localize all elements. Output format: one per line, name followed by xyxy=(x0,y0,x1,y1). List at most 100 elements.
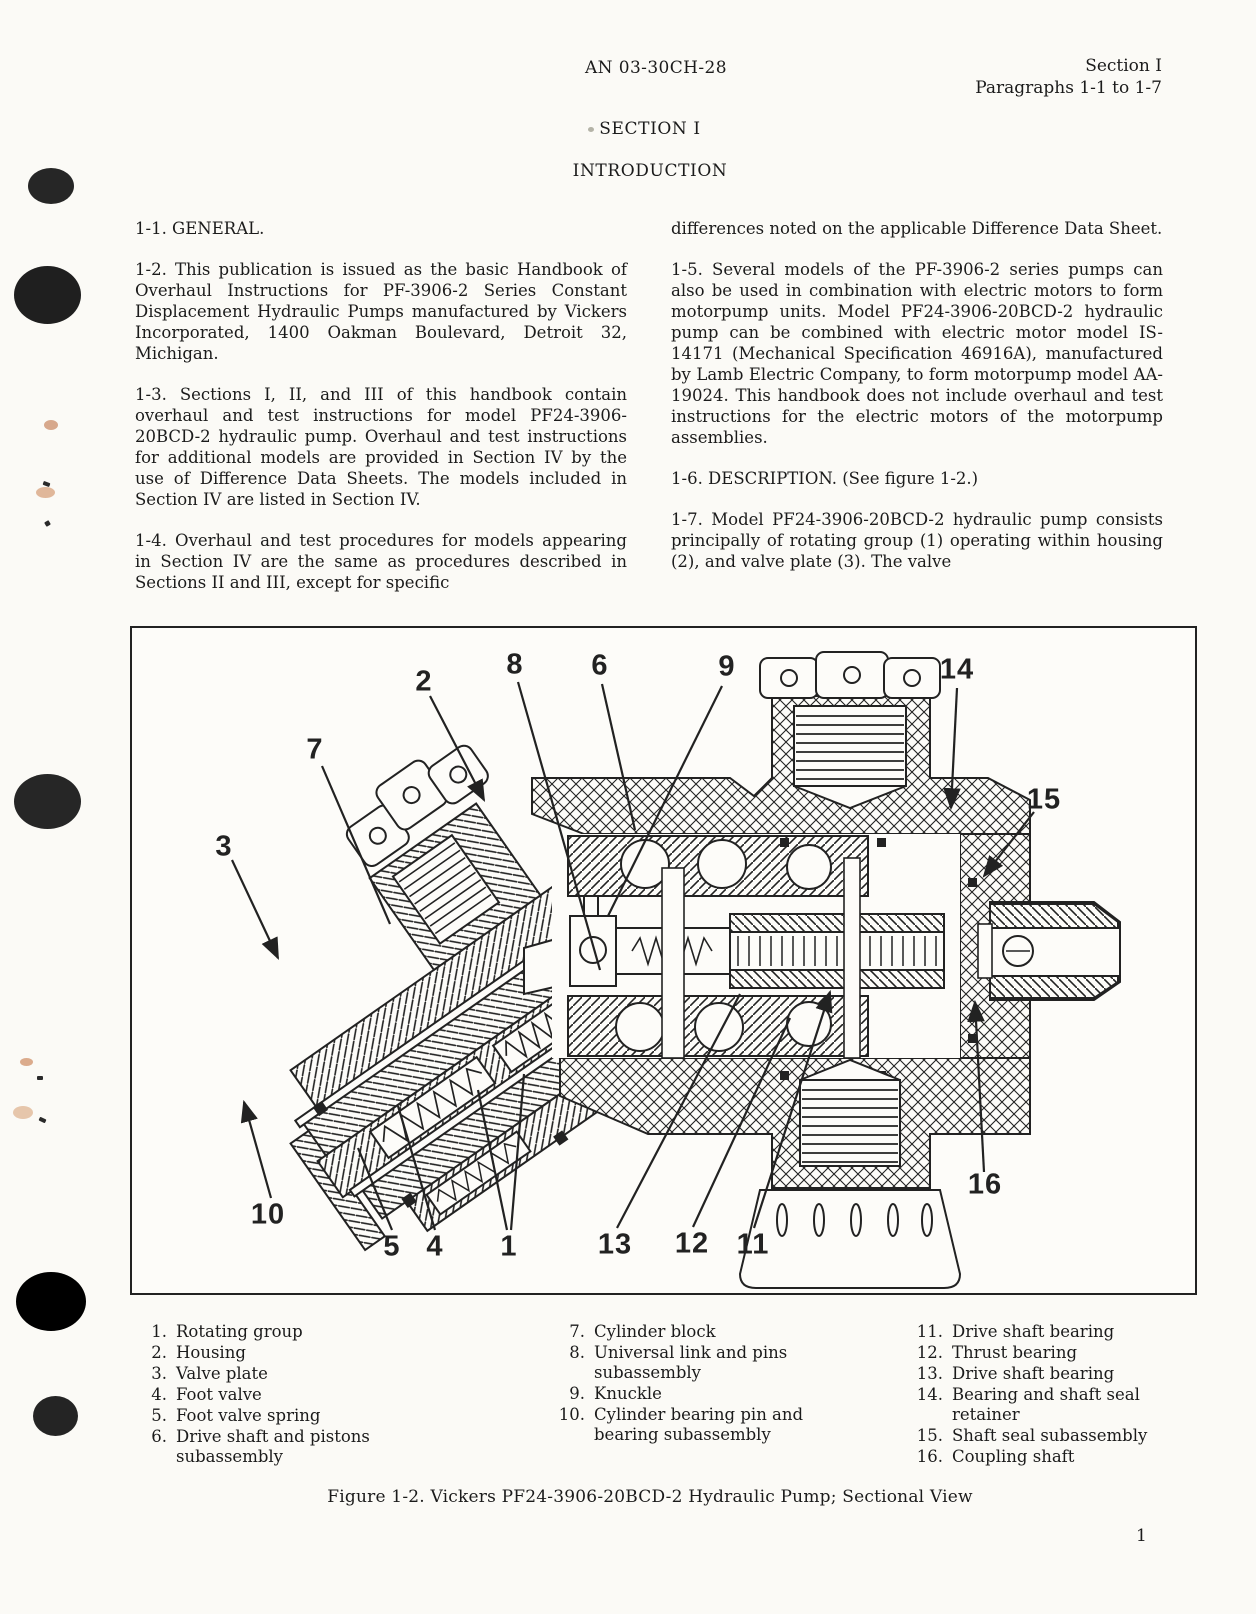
paragraph-1-2: 1-2. This publication is issued as the b… xyxy=(135,260,627,363)
paragraph-1-7: 1-7. Model PF24-3906-20BCD-2 hydraulic p… xyxy=(671,510,1163,571)
figure-callout-3: 3 xyxy=(215,830,233,863)
figure-callout-7: 7 xyxy=(306,733,324,766)
legend-item-label: Rotating group xyxy=(176,1322,303,1341)
scan-speck xyxy=(38,1116,47,1124)
paragraph-1-4-continued: differences noted on the applicable Diff… xyxy=(671,219,1163,238)
legend-item-number: 10. xyxy=(558,1405,585,1424)
scan-speck xyxy=(588,127,594,132)
intro-heading: INTRODUCTION xyxy=(572,161,728,181)
legend-item-label: bearing subassembly xyxy=(594,1425,771,1444)
legend-item-number: 11. xyxy=(916,1322,943,1341)
legend-item-label: Shaft seal subassembly xyxy=(952,1426,1148,1445)
legend-item-label: subassembly xyxy=(594,1363,702,1382)
legend-item-label: Thrust bearing xyxy=(952,1343,1078,1362)
section-heading: SECTION I xyxy=(599,119,701,139)
scan-speck xyxy=(44,420,58,430)
punch-hole xyxy=(28,168,74,204)
legend-item: 15. Shaft seal subassembly xyxy=(907,1426,1187,1446)
header-section-label: Section I xyxy=(1085,56,1162,76)
callout-leader-lines xyxy=(231,681,1035,1231)
legend-item: 2. Housing xyxy=(131,1343,431,1363)
legend-item: 11. Drive shaft bearing xyxy=(907,1322,1187,1342)
legend-item-label: Cylinder bearing pin and xyxy=(594,1405,804,1424)
figure-callout-2: 2 xyxy=(415,665,433,698)
paragraph-1-4: 1-4. Overhaul and test procedures for mo… xyxy=(135,531,627,592)
paragraph-1-3: 1-3. Sections I, II, and III of this han… xyxy=(135,385,627,509)
figure-callout-11: 11 xyxy=(736,1228,770,1261)
legend-item: 13. Drive shaft bearing xyxy=(907,1364,1187,1384)
legend-item-label: retainer xyxy=(952,1405,1020,1424)
pump-sectional-drawing xyxy=(231,651,1121,1289)
legend-item-label: Drive shaft bearing xyxy=(952,1322,1115,1341)
legend-column-2: 7. Cylinder block 8. Universal link and pin… xyxy=(549,1322,879,1446)
figure-callout-8: 8 xyxy=(506,648,524,681)
pump-housing xyxy=(523,651,1121,1289)
legend-item-number: 3. xyxy=(151,1364,167,1383)
punch-hole xyxy=(14,774,81,829)
legend-item: 3.Valve plate xyxy=(131,1364,431,1384)
legend-item-number: 9. xyxy=(569,1384,585,1403)
paragraph-1-6: 1-6. DESCRIPTION. (See figure 1-2.) xyxy=(671,469,979,488)
legend-item: 7. Cylinder block xyxy=(549,1322,879,1342)
punch-hole xyxy=(16,1272,86,1331)
legend-item-label: Foot valve xyxy=(176,1385,262,1404)
legend-item-number: 6. xyxy=(151,1427,167,1446)
figure-callout-4: 4 xyxy=(426,1230,444,1263)
header-right-block: Section I Paragraphs 1-1 to 1-7 xyxy=(975,55,1162,99)
legend-item-number: 1. xyxy=(151,1322,167,1341)
legend-item: 9. Knuckle xyxy=(549,1384,879,1404)
figure-callout-1: 1 xyxy=(500,1230,518,1263)
punch-hole xyxy=(33,1396,78,1436)
scan-speck xyxy=(36,487,55,498)
legend-item-number: 13. xyxy=(916,1364,943,1383)
legend-item: 4. Foot valve xyxy=(131,1385,431,1405)
figure-callout-15: 15 xyxy=(1026,783,1062,816)
scan-speck xyxy=(37,1076,43,1080)
legend-item-label: Bearing and shaft seal xyxy=(952,1385,1140,1404)
figure-callout-5: 5 xyxy=(383,1230,401,1263)
figure-caption: Figure 1-2. Vickers PF24-3906-20BCD-2 Hy… xyxy=(327,1487,973,1507)
legend-item-number: 15. xyxy=(916,1426,943,1445)
left-column: 1-1. GENERAL. 1-2. This publication is i… xyxy=(135,218,627,613)
legend-item-number: 14. xyxy=(916,1385,943,1404)
legend-item: 1. Rotating group xyxy=(131,1322,431,1342)
legend-item-label: subassembly xyxy=(176,1447,284,1466)
figure-callout-16: 16 xyxy=(967,1168,1003,1201)
legend-item-label: Universal link and pins xyxy=(594,1343,788,1362)
figure-callout-6: 6 xyxy=(591,649,609,682)
legend-item: 12. Thrust bearing xyxy=(907,1343,1187,1363)
legend-item-label: Coupling shaft xyxy=(952,1447,1075,1466)
header-paragraph-range: Paragraphs 1-1 to 1-7 xyxy=(975,78,1162,98)
legend-item-number: 8. xyxy=(569,1343,585,1362)
legend-item: 16.Coupling shaft xyxy=(907,1447,1187,1467)
doc-number: AN 03-30CH-28 xyxy=(585,58,727,78)
figure-callout-9: 9 xyxy=(718,650,736,683)
right-column: differences noted on the applicable Diff… xyxy=(671,218,1163,592)
legend-item-number: 4. xyxy=(151,1385,167,1404)
scan-speck xyxy=(13,1106,33,1119)
legend-item-label: Cylinder block xyxy=(594,1322,716,1341)
legend-item-number: 2. xyxy=(151,1343,167,1362)
legend-item-number: 7. xyxy=(569,1322,585,1341)
legend-item: 5. Foot valve spring xyxy=(131,1406,431,1426)
paragraph-1-5: 1-5. Several models of the PF-3906-2 ser… xyxy=(671,260,1163,447)
figure-callout-13: 13 xyxy=(597,1228,633,1261)
legend-item-number: 5. xyxy=(151,1406,167,1425)
legend-item-label: Foot valve spring xyxy=(176,1406,321,1425)
legend-item-label: Drive shaft and pistons xyxy=(176,1427,370,1446)
legend-item-label: Knuckle xyxy=(594,1384,662,1403)
figure-callout-12: 12 xyxy=(674,1227,710,1260)
legend-item-label: Housing xyxy=(176,1343,246,1362)
scan-speck xyxy=(44,520,51,527)
figure-callout-14: 14 xyxy=(939,653,975,686)
punch-hole xyxy=(14,266,81,324)
legend-item-number: 12. xyxy=(916,1343,943,1362)
legend-item-label: Drive shaft bearing xyxy=(952,1364,1115,1383)
scan-speck xyxy=(20,1058,33,1066)
paragraph-1-1: 1-1. GENERAL. xyxy=(135,219,265,238)
